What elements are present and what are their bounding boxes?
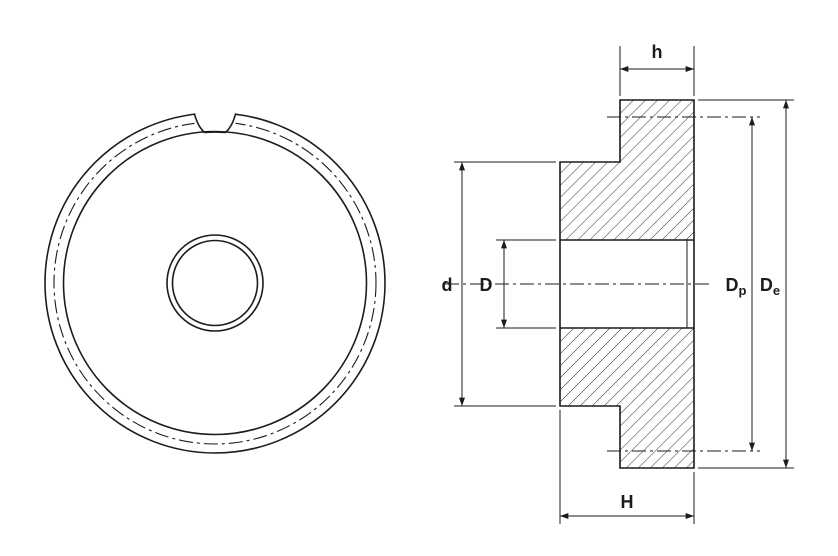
dim-pitch-diameter: Dp — [721, 117, 755, 451]
tip-circle — [44, 112, 386, 454]
tooth-gap-mask — [194, 104, 236, 131]
dim-face-width: h — [619, 42, 695, 96]
dim-label-hub-diameter: d — [442, 275, 453, 295]
dim-bore-diameter: D — [480, 239, 556, 329]
front-view — [44, 104, 386, 454]
section-hatch-lower — [560, 328, 694, 468]
dim-label-total-width: H — [621, 492, 634, 512]
dim-label-outside-diameter: De — [760, 275, 780, 298]
dim-label-bore-diameter: D — [480, 275, 493, 295]
bore-inner-circle — [171, 239, 259, 327]
dim-hub-diameter: d — [442, 161, 556, 407]
dim-label-face-width: h — [652, 42, 663, 62]
dim-total-width: H — [559, 410, 695, 524]
section-outline — [559, 99, 695, 469]
tooth-gap-notch — [193, 113, 237, 134]
section-hatch-upper — [560, 100, 694, 240]
label-background — [721, 272, 751, 296]
pitch-circle — [53, 121, 377, 445]
dim-outside-diameter: De — [698, 99, 794, 469]
section-view — [445, 99, 760, 469]
root-circle — [62, 130, 368, 436]
label-background — [755, 272, 785, 296]
bore-outer-circle — [166, 234, 264, 332]
dim-label-pitch-diameter: Dp — [726, 275, 747, 298]
